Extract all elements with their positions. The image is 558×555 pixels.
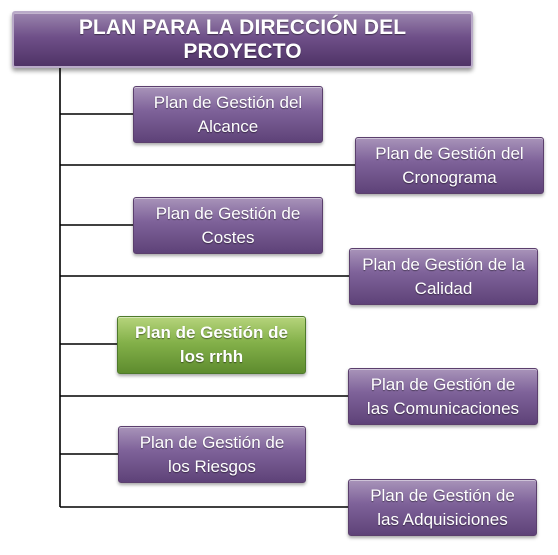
- node-line2: Alcance: [197, 116, 259, 136]
- node-cronograma: Plan de Gestión del Cronograma: [355, 137, 544, 194]
- node-line2: Calidad: [414, 278, 473, 298]
- node-calidad: Plan de Gestión de la Calidad: [349, 248, 538, 305]
- node-rrhh: Plan de Gestión de los rrhh: [117, 316, 306, 374]
- node-line2: Costes: [201, 227, 255, 247]
- node-line2: los Riesgos: [168, 456, 256, 476]
- node-line2: las Comunicaciones: [366, 398, 520, 418]
- node-line1: Plan de Gestión de: [370, 374, 516, 394]
- node-line2: las Adquisiciones: [377, 509, 508, 529]
- node-riesgos: Plan de Gestión de los Riesgos: [118, 426, 306, 483]
- root-label: PLAN PARA LA DIRECCIÓN DEL PROYECTO: [78, 15, 407, 63]
- node-alcance: Plan de Gestión del Alcance: [133, 86, 323, 143]
- node-line1: Plan de Gestión de la: [362, 254, 525, 274]
- node-comunicaciones: Plan de Gestión de las Comunicaciones: [348, 368, 538, 425]
- node-line1: Plan de Gestión de: [370, 485, 515, 505]
- node-line2: Cronograma: [402, 167, 497, 187]
- node-line1: Plan de Gestión del: [153, 92, 303, 112]
- node-line1: Plan de Gestión del: [375, 143, 524, 163]
- node-line1: Plan de Gestión de: [139, 432, 285, 452]
- node-adquisiciones: Plan de Gestión de las Adquisiciones: [348, 479, 537, 536]
- root-node: PLAN PARA LA DIRECCIÓN DEL PROYECTO: [12, 11, 473, 68]
- node-costes: Plan de Gestión de Costes: [133, 197, 323, 254]
- node-line1: Plan de Gestión de: [134, 323, 289, 342]
- node-line1: Plan de Gestión de: [155, 203, 301, 223]
- node-line2: los rrhh: [179, 347, 244, 366]
